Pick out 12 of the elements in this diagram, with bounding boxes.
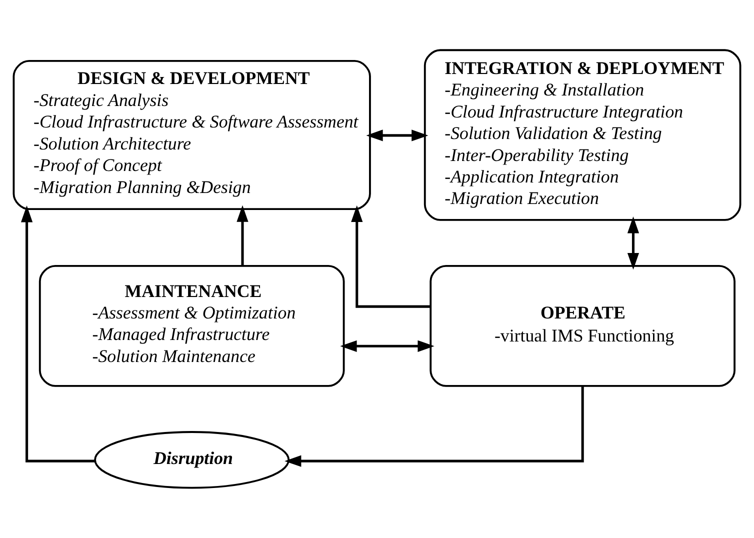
node-box: INTEGRATION & DEPLOYMENT -Engineering & Installation -Cloud Infrastructure Integration -Solution Validation & Testing -Inter-Operability Testing -Application Integration -Migration Execution [424, 49, 742, 221]
node-box: DESIGN & DEVELOPMENT -Strategic Analysis -Cloud Infrastructure & Software Assessment -Solution Architecture -Proof of Concept -Migration Planning &Design [12, 60, 371, 210]
node-box: OPERATE -virtual IMS Functioning [430, 264, 736, 387]
node-box: MAINTENANCE -Assessment & Optimization -Managed Infrastructure -Solution Maintenance [38, 264, 345, 387]
arrow [627, 216, 640, 270]
arrow [351, 205, 430, 308]
node-ellipse: Disruption [94, 431, 290, 489]
arrow [236, 205, 248, 266]
arrow [340, 340, 434, 352]
arrow [284, 386, 584, 467]
arrow [20, 206, 95, 462]
arrow [366, 130, 428, 142]
